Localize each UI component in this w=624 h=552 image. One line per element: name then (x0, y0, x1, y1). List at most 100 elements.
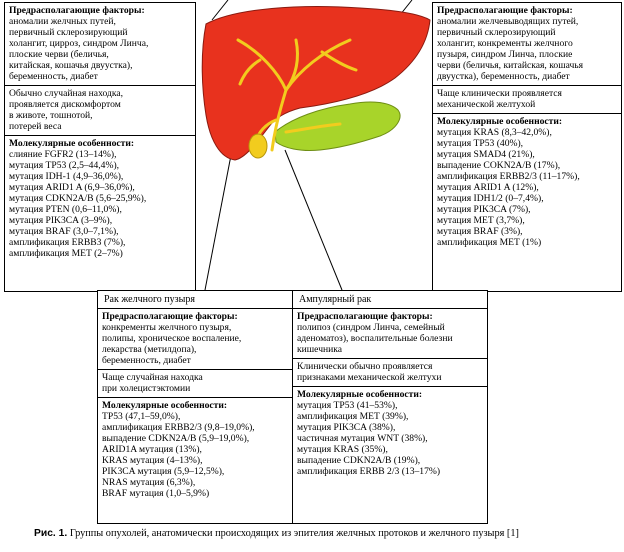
gallbladder-molecular-line: NRAS мутация (6,3%), (102, 477, 196, 488)
gallbladder-molecular-line: PIK3CA мутация (5,9–12,5%), (102, 466, 225, 477)
ampullary-symptom-line: признаками механической желтухи (297, 372, 442, 383)
gallbladder-shape (248, 133, 268, 159)
ampullary-factor-line: кишечника (297, 344, 343, 355)
right-factor-line: аномалии желчевыводящих путей, (437, 16, 579, 27)
ampullary-factor-line: полипоз (синдром Линча, семейный (297, 322, 445, 333)
gallbladder-molecular-line: ARID1A мутация (13%), (102, 444, 202, 455)
right-molecular-line: амплификация ERBB2/3 (11–17%), (437, 171, 580, 182)
left-factor-line: беременность, диабет (9, 71, 98, 82)
gallbladder-cancer-box: Рак желчного пузыря Предрасполагающие фа… (97, 290, 293, 524)
left-factors-section: Предрасполагающие факторы: аномалии желч… (5, 3, 195, 86)
left-molecular-line: мутация PIK3CA (3–9%), (9, 215, 113, 226)
ampullary-molecular-line: частичная мутация WNT (38%), (297, 433, 428, 444)
gallbladder-factors-section: Предрасполагающие факторы: конкременты ж… (98, 309, 292, 370)
right-molecular-line: мутация TP53 (40%), (437, 138, 524, 149)
gallbladder-molecular-section: Молекулярные особенности: TP53 (47,1–59,… (98, 398, 292, 502)
left-molecular-line: мутация BRAF (3,0–7,1%), (9, 226, 119, 237)
gallbladder-factor-line: конкременты желчного пузыря, (102, 322, 232, 333)
pointer-line-ampulla (284, 149, 343, 291)
right-molecular-line: мутация IDH1/2 (0–7,4%), (437, 193, 544, 204)
gallbladder-symptom-line: при холецистэктомии (102, 383, 191, 394)
left-molecular-title: Молекулярные особенности: (9, 138, 135, 149)
left-factor-line: аномалии желчных путей, (9, 16, 116, 27)
right-symptom-line: механической желтухой (437, 99, 536, 110)
gallbladder-molecular-line: TP53 (47,1–59,0%), (102, 411, 181, 422)
ampullary-factors-title: Предрасполагающие факторы: (297, 311, 433, 322)
right-symptom-line: Чаще клинически проявляется (437, 88, 562, 99)
ampullary-molecular-line: мутация KRAS (35%), (297, 444, 388, 455)
ampullary-factor-line: аденоматоз), воспалительные болезни (297, 333, 453, 344)
ampullary-molecular-line: выпадение CDKN2A/B (19%), (297, 455, 421, 466)
ampullary-symptom-line: Клинически обычно проявляется (297, 361, 433, 372)
left-symptom-line: проявляется дискомфортом (9, 99, 121, 110)
right-symptoms-section: Чаще клинически проявляется механической… (433, 86, 621, 114)
figure-caption: Рис. 1. Группы опухолей, анатомически пр… (34, 528, 519, 540)
ampullary-cancer-box: Ампулярный рак Предрасполагающие факторы… (292, 290, 488, 524)
ampullary-molecular-line: мутация PIK3CA (38%), (297, 422, 396, 433)
left-factor-line: холангит, цирроз, синдром Линча, (9, 38, 149, 49)
right-molecular-line: мутация ARID1 A (12%), (437, 182, 539, 193)
ampullary-factors-section: Предрасполагающие факторы: полипоз (синд… (293, 309, 487, 359)
left-symptom-line: в животе, тошнотой, (9, 110, 93, 121)
liver-shape (201, 6, 431, 161)
ampullary-symptoms-section: Клинически обычно проявляется признаками… (293, 359, 487, 387)
gallbladder-molecular-line: KRAS мутация (4–13%), (102, 455, 203, 466)
gallbladder-factor-line: полипы, хроническое воспаление, (102, 333, 242, 344)
left-factor-line: плоские черви (беличья, (9, 49, 109, 60)
ampullary-title: Ампулярный рак (293, 291, 487, 309)
gallbladder-molecular-line: амплификация ERBB2/3 (9,8–19,0%), (102, 422, 255, 433)
pointer-line-intrahepatic (211, 0, 229, 21)
gallbladder-symptom-line: Чаще случайная находка (102, 372, 203, 383)
right-molecular-line: мутация MET (3,7%), (437, 215, 525, 226)
left-symptom-line: потерей веса (9, 121, 62, 132)
bile-ducts (236, 38, 358, 152)
gallbladder-symptoms-section: Чаще случайная находка при холецистэктом… (98, 370, 292, 398)
left-factor-line: китайская, кошачья двуустка), (9, 60, 133, 71)
right-factor-line: пузыря, синдром Линча, плоские (437, 49, 573, 60)
right-factor-line: холангит, конкременты желчного (437, 38, 573, 49)
intrahepatic-cancer-box: Предрасполагающие факторы: аномалии желч… (4, 2, 196, 292)
ampullary-molecular-section: Молекулярные особенности: мутация TP53 (… (293, 387, 487, 480)
ampullary-molecular-line: амплификация ERBB 2/3 (13–17%) (297, 466, 441, 477)
left-molecular-line: мутация IDH-1 (4,9–36,0%), (9, 171, 124, 182)
left-molecular-line: слияние FGFR2 (13–14%), (9, 149, 117, 160)
left-molecular-line: мутация ARID1 A (6,9–36,0%), (9, 182, 135, 193)
right-molecular-title: Молекулярные особенности: (437, 116, 563, 127)
gallbladder-title: Рак желчного пузыря (98, 291, 292, 309)
right-molecular-line: мутация KRAS (8,3–42,0%), (437, 127, 552, 138)
right-molecular-line: выпадение COKN2A/B (17%), (437, 160, 561, 171)
extrahepatic-cancer-box: Предрасполагающие факторы: аномалии желч… (432, 2, 622, 292)
gallbladder-molecular-title: Молекулярные особенности: (102, 400, 228, 411)
right-molecular-line: мутация SMAD4 (21%), (437, 149, 535, 160)
caption-text: Группы опухолей, анатомически происходящ… (69, 528, 519, 539)
right-factor-line: первичный склерозирующий (437, 27, 556, 38)
left-molecular-line: амплификация MET (2–7%) (9, 248, 123, 259)
left-molecular-line: мутация CDKN2A/B (5,6–25,9%), (9, 193, 147, 204)
left-factor-line: первичный склерозирующий (9, 27, 128, 38)
left-factors-title: Предрасполагающие факторы: (9, 5, 145, 16)
gallbladder-factor-line: лекарства (метилдопа), (102, 344, 197, 355)
ampullary-molecular-line: амплификация MET (39%), (297, 411, 409, 422)
gallbladder-molecular-line: выпадение CDKN2A/B (5,9–19,0%), (102, 433, 250, 444)
right-molecular-line: амплификация MET (1%) (437, 237, 542, 248)
left-molecular-line: мутация PTEN (0,6–11,0%), (9, 204, 122, 215)
right-factors-section: Предрасполагающие факторы: аномалии желч… (433, 3, 621, 86)
right-factor-line: черви (беличья, китайская, кошачья (437, 60, 584, 71)
right-molecular-line: мутация BRAF (3%), (437, 226, 523, 237)
ampullary-molecular-title: Молекулярные особенности: (297, 389, 423, 400)
right-molecular-line: мутация PIK3CA (7%), (437, 204, 531, 215)
gallbladder-factor-line: беременность, диабет (102, 355, 191, 366)
left-symptom-line: Обычно случайная находка, (9, 88, 124, 99)
right-molecular-section: Молекулярные особенности: мутация KRAS (… (433, 114, 621, 251)
gallbladder-factors-title: Предрасполагающие факторы: (102, 311, 238, 322)
caption-label: Рис. 1. (34, 528, 68, 539)
left-molecular-line: амплификация ERBB3 (7%), (9, 237, 126, 248)
right-factors-title: Предрасполагающие факторы: (437, 5, 573, 16)
left-symptoms-section: Обычно случайная находка, проявляется ди… (5, 86, 195, 136)
pancreas-shape (274, 101, 401, 151)
ampullary-molecular-line: мутация TP53 (41–53%), (297, 400, 398, 411)
gallbladder-molecular-line: BRAF мутация (1,0–5,9%) (102, 488, 210, 499)
left-molecular-line: мутация TP53 (2,5–44,4%), (9, 160, 120, 171)
left-molecular-section: Молекулярные особенности: слияние FGFR2 … (5, 136, 195, 262)
